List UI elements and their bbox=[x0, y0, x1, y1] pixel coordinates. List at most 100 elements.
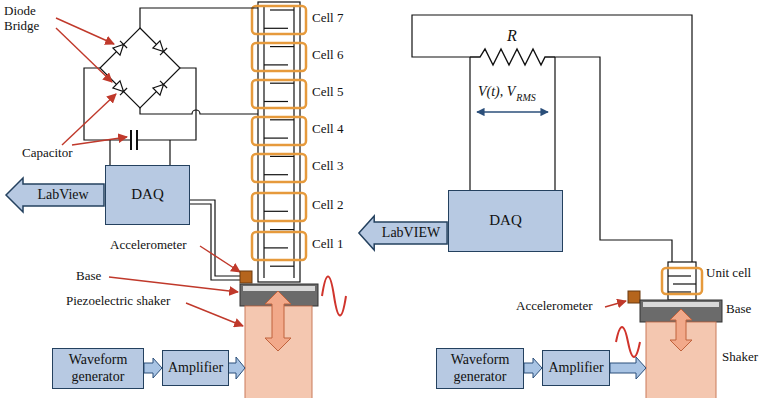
wire bbox=[109, 140, 110, 165]
wire bbox=[469, 57, 470, 190]
cell-outline bbox=[252, 232, 306, 260]
cell-strip bbox=[270, 46, 294, 47]
cell-label: Cell 1 bbox=[312, 237, 343, 252]
leader-arrow bbox=[200, 246, 240, 272]
wire bbox=[412, 15, 692, 262]
leader-arrow bbox=[62, 94, 116, 145]
part-label: R bbox=[507, 27, 517, 45]
part-label: Accelerometer bbox=[516, 299, 593, 314]
accelerometer bbox=[240, 271, 252, 283]
sine-wave bbox=[322, 277, 346, 316]
process-box: Waveform generator bbox=[52, 348, 144, 389]
leader-arrow bbox=[72, 137, 127, 145]
cell-label: Cell 4 bbox=[312, 122, 343, 137]
cell-outline bbox=[252, 154, 306, 182]
wire bbox=[140, 8, 258, 28]
base bbox=[643, 302, 719, 307]
cell-label: Cell 7 bbox=[312, 11, 343, 26]
process-box: Amplifier bbox=[542, 350, 610, 386]
box-label: LabVIEW bbox=[382, 225, 440, 241]
wire bbox=[137, 68, 196, 140]
part-label: Unit cell bbox=[706, 266, 768, 281]
wire bbox=[140, 108, 258, 114]
box-label: DAQ bbox=[131, 186, 164, 203]
diode-bridge bbox=[120, 41, 127, 48]
part-label: Capacitor bbox=[22, 146, 73, 161]
diode-bridge bbox=[160, 81, 167, 88]
cell-label: Cell 6 bbox=[312, 48, 343, 63]
cell-outline bbox=[662, 268, 702, 294]
cell-strip bbox=[264, 211, 288, 212]
cell-strip bbox=[264, 28, 288, 29]
leader-arrow bbox=[109, 277, 238, 292]
leader-arrow bbox=[56, 28, 112, 82]
part-label: Shaker bbox=[722, 350, 758, 365]
wire bbox=[84, 8, 258, 280]
wire bbox=[169, 140, 170, 165]
cell-strip bbox=[263, 6, 264, 278]
leader-arrow bbox=[186, 303, 243, 326]
diode-bridge bbox=[113, 41, 127, 55]
box-label: DAQ bbox=[489, 212, 522, 229]
part-label: Accelerometer bbox=[110, 238, 187, 253]
cell-strip bbox=[270, 156, 294, 157]
process-box: DAQ bbox=[448, 190, 563, 252]
unit-cell-strip bbox=[668, 275, 691, 276]
leader-arrow bbox=[56, 18, 243, 326]
cell-strip bbox=[270, 119, 294, 120]
cell-outline bbox=[252, 6, 306, 34]
unit-cell-strip bbox=[668, 291, 691, 292]
process-box: DAQ bbox=[105, 165, 190, 225]
diode-bridge bbox=[100, 28, 180, 108]
accelerometer bbox=[628, 291, 640, 303]
diode-bridge bbox=[113, 81, 127, 95]
diode-bridge bbox=[153, 41, 167, 55]
cell-strip bbox=[264, 64, 288, 65]
resistor-symbol bbox=[470, 49, 555, 65]
unit-cell-strip bbox=[673, 283, 696, 284]
box-label: Waveform generator bbox=[442, 352, 518, 384]
cell-outline bbox=[252, 43, 306, 71]
part-label: Diode Bridge bbox=[4, 4, 56, 34]
software-arrow: LabView bbox=[5, 177, 105, 213]
capacitor-symbol bbox=[131, 130, 137, 150]
cell-strip bbox=[270, 229, 294, 230]
arrow-shape bbox=[5, 177, 105, 213]
diode-bridge bbox=[120, 88, 127, 95]
leader-arrow bbox=[605, 301, 626, 307]
cell-strip bbox=[264, 138, 288, 139]
diode-bridge bbox=[153, 41, 167, 55]
box-label: LabView bbox=[37, 187, 88, 203]
box-label: Amplifier bbox=[168, 360, 223, 376]
capacitor-symbol bbox=[130, 130, 132, 150]
part-label: V(t), V bbox=[478, 84, 515, 100]
part-label: Piezoelectric shaker bbox=[66, 294, 170, 309]
cell-strip bbox=[264, 247, 288, 248]
cell-strip bbox=[264, 10, 294, 266]
cell-strip bbox=[270, 266, 294, 267]
cell-strip bbox=[270, 83, 294, 84]
cell-outline bbox=[252, 80, 306, 108]
arrow-shape bbox=[359, 216, 447, 250]
process-box: Amplifier bbox=[162, 350, 229, 386]
diode-bridge bbox=[100, 28, 180, 108]
sine-wave bbox=[616, 327, 640, 357]
signal-arrow bbox=[144, 358, 162, 378]
cell-label: Cell 3 bbox=[312, 159, 343, 174]
cell-label: Cell 5 bbox=[312, 85, 343, 100]
cell-strip bbox=[264, 174, 288, 175]
leader-arrow bbox=[56, 18, 114, 44]
diode-bridge bbox=[153, 81, 167, 95]
motion-arrow bbox=[670, 309, 692, 351]
box-label: Waveform generator bbox=[58, 352, 138, 384]
cell-outline bbox=[252, 117, 306, 145]
part-label: Base bbox=[76, 269, 101, 284]
motion-arrow bbox=[265, 291, 291, 351]
box-label: Amplifier bbox=[548, 360, 603, 376]
unit-cell-strip bbox=[668, 268, 696, 292]
diode-bridge bbox=[160, 48, 167, 55]
